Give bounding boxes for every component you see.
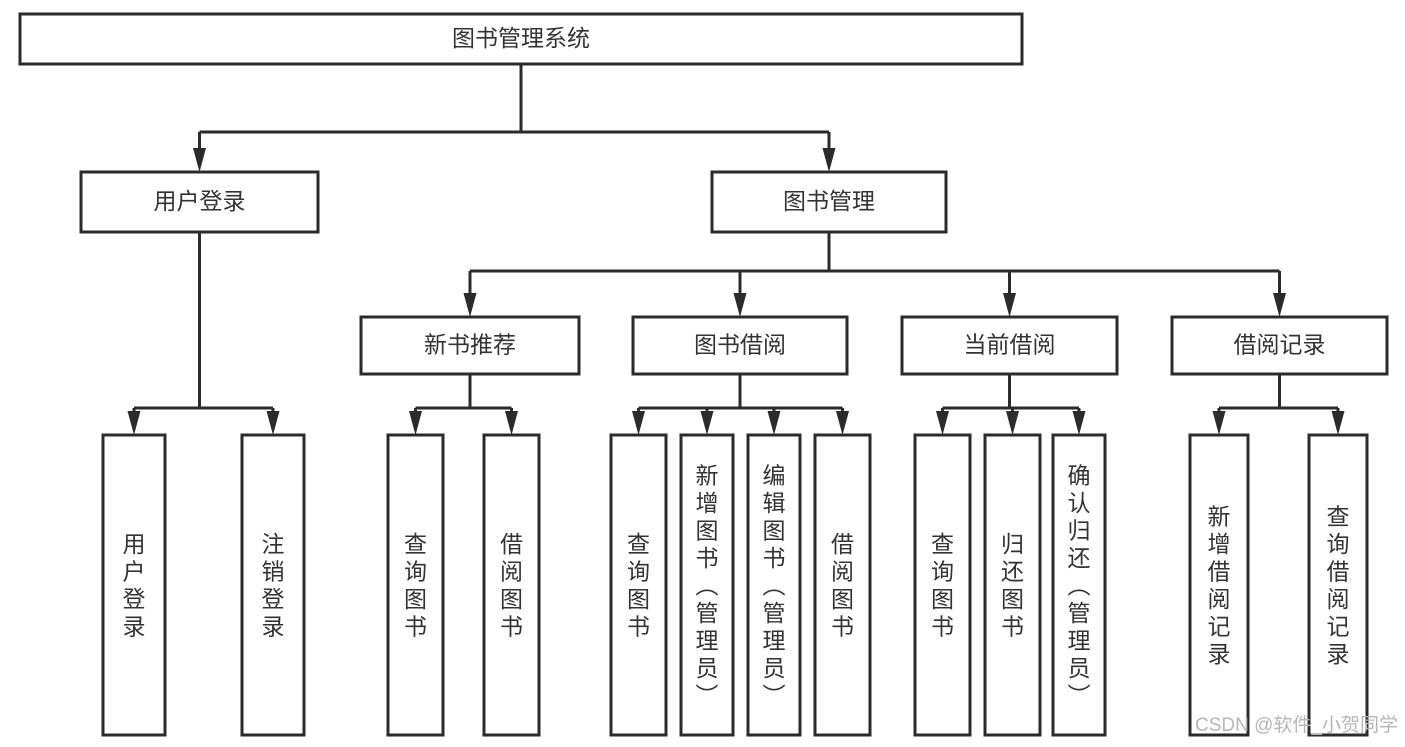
arrow-head-f-query-cur [936, 411, 949, 435]
arrow-head-current [1003, 293, 1016, 317]
node-box-f-query-book [609, 433, 668, 737]
node-label-f-add-book: 新增图书︵管理员︶ [696, 462, 719, 708]
node-box-login [79, 170, 320, 234]
node-label-f-return: 归还图书 [1001, 531, 1024, 640]
node-box-current [900, 315, 1119, 376]
node-bookmgmt[interactable]: 图书管理 [710, 170, 948, 234]
node-label-f-query-new: 查询图书 [404, 531, 427, 640]
node-label-f-query-book: 查询图书 [627, 531, 650, 640]
node-root[interactable]: 图书管理系统 [18, 12, 1024, 66]
node-label-f-confirm-return: 确认归还︵管理员︶ [1068, 462, 1091, 708]
node-label-login: 用户登录 [154, 188, 246, 214]
node-box-f-return [983, 433, 1042, 737]
node-label-f-borrow-new: 借阅图书 [500, 531, 523, 640]
arrow-head-f-return [1006, 411, 1019, 435]
connector-layer [127, 64, 1345, 435]
node-box-f-query-cur [913, 433, 972, 737]
node-label-f-logout: 注销登录 [262, 531, 285, 640]
node-box-f-borrow-book [813, 433, 872, 737]
arrow-head-f-add-book [700, 411, 714, 435]
node-f-borrow-book[interactable]: 借阅图书 [813, 433, 872, 737]
node-label-borrow: 图书借阅 [694, 332, 786, 358]
node-label-newbook: 新书推荐 [424, 332, 516, 358]
node-box-f-query-record [1307, 433, 1369, 737]
node-f-query-cur[interactable]: 查询图书 [913, 433, 972, 737]
node-f-logout[interactable]: 注销登录 [240, 433, 306, 737]
node-label-root: 图书管理系统 [452, 25, 590, 51]
arrow-head-f-query-record [1331, 411, 1345, 435]
node-f-add-book[interactable]: 新增图书︵管理员︶ [679, 433, 735, 737]
node-box-f-add-book [679, 433, 735, 737]
node-label-records: 借阅记录 [1234, 332, 1326, 358]
arrow-head-f-add-record [1212, 411, 1226, 435]
node-f-edit-book[interactable]: 编辑图书︵管理员︶ [746, 433, 802, 737]
node-box-f-borrow-new [482, 433, 541, 737]
node-f-query-new[interactable]: 查询图书 [386, 433, 445, 737]
node-label-f-query-cur: 查询图书 [931, 531, 954, 640]
node-newbook[interactable]: 新书推荐 [359, 315, 581, 376]
node-f-return[interactable]: 归还图书 [983, 433, 1042, 737]
node-borrow[interactable]: 图书借阅 [631, 315, 849, 376]
node-box-f-edit-book [746, 433, 802, 737]
node-current[interactable]: 当前借阅 [900, 315, 1119, 376]
node-label-f-login: 用户登录 [123, 531, 146, 640]
node-login[interactable]: 用户登录 [79, 170, 320, 234]
node-label-current: 当前借阅 [964, 332, 1056, 358]
arrow-head-records [1273, 293, 1286, 317]
node-f-add-record[interactable]: 新增借阅记录 [1188, 433, 1250, 737]
arrow-head-bookmgmt [822, 148, 836, 172]
node-layer: 图书管理系统用户登录图书管理新书推荐图书借阅当前借阅借阅记录用户登录注销登录查询… [18, 12, 1389, 737]
arrow-head-f-query-book [632, 411, 645, 435]
arrow-head-f-borrow-new [505, 411, 518, 435]
node-f-borrow-new[interactable]: 借阅图书 [482, 433, 541, 737]
node-label-bookmgmt: 图书管理 [783, 188, 875, 214]
node-box-f-login [101, 433, 167, 737]
arrow-head-f-login [127, 411, 141, 435]
node-box-f-logout [240, 433, 306, 737]
node-box-newbook [359, 315, 581, 376]
arrow-head-login [193, 148, 206, 172]
node-box-f-query-new [386, 433, 445, 737]
node-f-login[interactable]: 用户登录 [101, 433, 167, 737]
node-label-f-query-record: 查询借阅记录 [1327, 504, 1350, 668]
csdn-watermark: CSDN @软件_小贺同学 [1195, 714, 1398, 736]
node-label-f-borrow-book: 借阅图书 [831, 531, 854, 640]
node-label-f-edit-book: 编辑图书︵管理员︶ [763, 462, 786, 708]
node-label-f-add-record: 新增借阅记录 [1208, 504, 1231, 668]
node-f-query-record[interactable]: 查询借阅记录 [1307, 433, 1369, 737]
arrow-head-newbook [463, 293, 477, 317]
node-f-confirm-return[interactable]: 确认归还︵管理员︶ [1051, 433, 1107, 737]
node-box-f-add-record [1188, 433, 1250, 737]
arrow-head-f-query-new [409, 411, 422, 435]
node-box-records [1170, 315, 1389, 376]
node-box-bookmgmt [710, 170, 948, 234]
arrow-head-borrow [733, 293, 747, 317]
arrow-head-f-logout [266, 411, 280, 435]
arrow-head-f-confirm-return [1072, 411, 1086, 435]
node-box-borrow [631, 315, 849, 376]
node-f-query-book[interactable]: 查询图书 [609, 433, 668, 737]
node-box-f-confirm-return [1051, 433, 1107, 737]
arrow-head-f-edit-book [767, 411, 781, 435]
node-box-root [18, 12, 1024, 66]
node-records[interactable]: 借阅记录 [1170, 315, 1389, 376]
arrow-head-f-borrow-book [836, 411, 849, 435]
